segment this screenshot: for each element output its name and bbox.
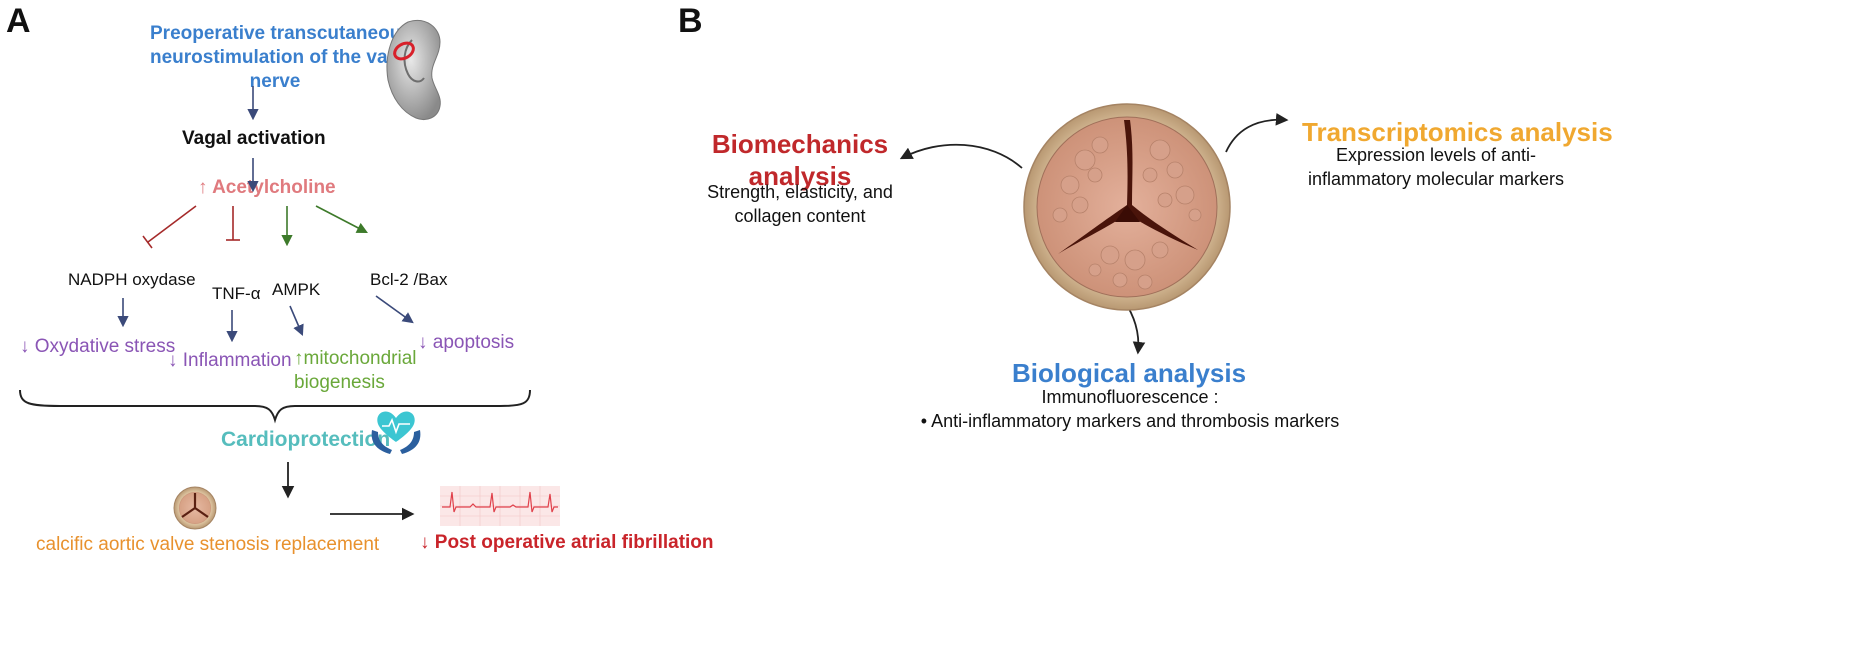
valve-replacement: calcific aortic valve stenosis replaceme… <box>36 534 380 555</box>
curly-brace <box>19 389 531 424</box>
oxidative-stress: ↓ Oxydative stress <box>20 336 176 357</box>
cardioprotection: Cardioprotection <box>221 428 391 451</box>
stimulus-line-2: neurostimulation of the vagus <box>150 47 422 68</box>
stimulus-text: Preoperative transcutaneous neurostimula… <box>150 22 422 94</box>
inhibit-nadph <box>147 205 197 243</box>
mitochondrial-biogenesis: ↑mitochondrial biogenesis <box>294 347 417 395</box>
biological-desc-line-2: • Anti-inflammatory markers and thrombos… <box>920 411 1340 431</box>
mito-line-2: biogenesis <box>294 372 385 393</box>
stimulus-line-3: nerve <box>249 71 301 92</box>
arrow-ampk-mito <box>289 305 304 337</box>
biomechanics-title-line-1: Biomechanics <box>711 129 889 159</box>
biomechanics-desc-line-1: Strength, elasticity, and <box>707 182 893 202</box>
transcriptomics-desc-line-2: inflammatory molecular markers <box>1307 169 1565 189</box>
biomechanics-title: Biomechanics analysis <box>700 128 900 192</box>
biomechanics-desc-line-2: collagen content <box>734 206 866 226</box>
biomechanics-desc: Strength, elasticity, and collagen conte… <box>700 180 900 228</box>
transcriptomics-desc-line-1: Expression levels of anti- <box>1335 145 1537 165</box>
nadph-oxidase: NADPH oxydase <box>68 270 196 289</box>
activate-bcl <box>315 205 368 234</box>
aortic-valve-icon <box>173 486 217 530</box>
transcriptomics-desc: Expression levels of anti- inflammatory … <box>1296 143 1576 191</box>
biological-desc: Immunofluorescence : • Anti-inflammatory… <box>900 385 1360 433</box>
biomechanics-title-line-2: analysis <box>748 161 852 191</box>
stimulus-line-1: Preoperative transcutaneous <box>150 23 412 44</box>
mito-line-1: ↑mitochondrial <box>294 348 417 369</box>
post-operative-af: ↓ Post operative atrial fibrillation <box>420 532 714 553</box>
ampk: AMPK <box>272 280 321 299</box>
transcriptomics-title: Transcriptomics analysis <box>1302 117 1613 147</box>
acetylcholine: ↑ Acetylcholine <box>198 177 336 198</box>
arrow-to-biomechanics <box>899 143 1023 169</box>
bcl2-bax: Bcl-2 /Bax <box>370 270 448 289</box>
inhibit-nadph-bar <box>142 235 153 249</box>
vagal-activation: Vagal activation <box>182 128 326 149</box>
tnf-alpha: TNF-α <box>212 284 261 303</box>
biological-desc-line-1: Immunofluorescence : <box>1041 387 1219 407</box>
aortic-valve-large-icon <box>1023 103 1231 311</box>
heart-hands-icon <box>371 411 421 454</box>
arrow-to-transcriptomics <box>1225 113 1289 153</box>
panel-a-label: A <box>6 2 31 40</box>
ecg-strip-icon <box>440 486 560 526</box>
panel-b-label: B <box>678 2 703 40</box>
biological-title: Biological analysis <box>1011 358 1247 388</box>
apoptosis: ↓ apoptosis <box>418 332 515 353</box>
arrow-bcl-apoptosis <box>375 295 414 324</box>
inflammation: ↓ Inflammation <box>168 350 292 371</box>
